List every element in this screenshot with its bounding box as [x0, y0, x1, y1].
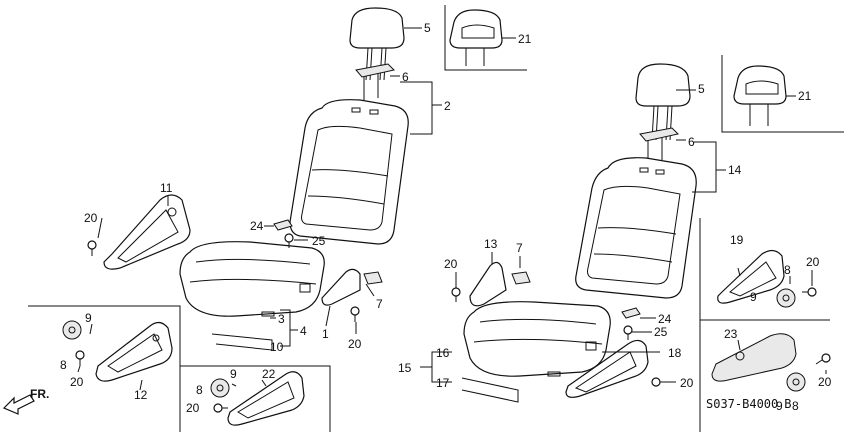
callout-25: 25	[654, 325, 668, 339]
callout-6: 6	[688, 135, 695, 149]
callout-18: 18	[668, 346, 682, 360]
seatback-2-left	[289, 99, 409, 245]
callout-19: 19	[730, 233, 744, 247]
leader-lines	[77, 27, 827, 391]
callout-9: 9	[750, 290, 757, 304]
callout-14: 14	[728, 163, 742, 177]
fastener-25-left	[284, 233, 294, 248]
callout-20: 20	[818, 375, 832, 389]
screw-20-g	[802, 287, 817, 297]
callout-3: 3	[278, 312, 285, 326]
inset-frames	[28, 5, 844, 432]
callout-25: 25	[312, 234, 326, 248]
callouts: 5 21 6 2 11 20 24 25 3 4 10 1 7 20 9 8 2…	[60, 21, 832, 415]
callout-20: 20	[186, 401, 200, 415]
callout-21: 21	[518, 32, 532, 46]
seat-cushion-16-right	[463, 301, 611, 377]
callout-7: 7	[516, 241, 523, 255]
callout-20: 20	[84, 211, 98, 225]
wire-17	[461, 377, 519, 403]
clip-24-left	[273, 219, 293, 231]
cover-7-right	[511, 271, 531, 285]
callout-17: 17	[436, 376, 450, 390]
callout-1: 1	[322, 327, 329, 341]
screw-20-d	[350, 306, 360, 322]
headrest-21-right	[733, 65, 787, 126]
callout-8: 8	[784, 263, 791, 277]
knob-8-left-a	[62, 320, 82, 340]
seatback-14-right	[575, 157, 697, 299]
screw-20-c	[213, 403, 228, 413]
knob-8-right-a	[776, 288, 796, 308]
seat-cushion-3-left	[179, 241, 325, 317]
screw-20-h	[815, 353, 831, 365]
callout-2: 2	[444, 99, 451, 113]
bracket-13	[469, 261, 507, 307]
callout-4: 4	[300, 324, 307, 338]
callout-8: 8	[60, 358, 67, 372]
screw-20-a	[87, 240, 97, 256]
callout-23: 23	[724, 327, 738, 341]
fastener-25-right	[623, 325, 633, 340]
cover-7-left	[363, 271, 383, 285]
recliner-cover-11	[103, 194, 191, 270]
diagram-code: S037-B4000	[706, 397, 778, 411]
front-arrow-label: FR.	[30, 387, 49, 401]
callout-6: 6	[402, 70, 409, 84]
callout-12: 12	[134, 388, 148, 402]
headrest-guide-6-right	[639, 127, 680, 162]
headrest-guide-6-left	[355, 63, 396, 100]
callout-20: 20	[444, 257, 458, 271]
callout-22: 22	[262, 367, 276, 381]
bracket-1	[321, 268, 361, 306]
callout-16: 16	[436, 346, 450, 360]
headrest-5-left	[349, 7, 405, 81]
callout-8: 8	[792, 399, 799, 413]
callout-10: 10	[270, 340, 284, 354]
front-direction-arrow: FR.	[2, 387, 49, 415]
callout-21: 21	[798, 89, 812, 103]
height-adjuster-22	[227, 371, 305, 426]
callout-8: 8	[196, 383, 203, 397]
callout-9: 9	[85, 311, 92, 325]
callout-9: 9	[230, 367, 237, 381]
callout-24: 24	[250, 219, 264, 233]
clip-24-right	[621, 307, 641, 319]
callout-15: 15	[398, 361, 412, 375]
screw-20-b	[75, 350, 85, 366]
callout-5: 5	[424, 21, 431, 35]
callout-13: 13	[484, 237, 498, 251]
wire-10	[211, 333, 273, 351]
height-adjuster-12	[95, 321, 173, 382]
callout-9: 9	[776, 399, 783, 413]
callout-24: 24	[658, 312, 672, 326]
headrest-5-right	[635, 63, 691, 141]
headrest-21-left	[449, 9, 503, 66]
recliner-cover-19	[717, 249, 785, 304]
inset-height-adjuster-22-frame	[180, 365, 331, 432]
diagram-code-suffix: B	[784, 397, 791, 411]
knob-8-left-b	[210, 378, 230, 398]
inset-headrest-right-frame	[721, 55, 844, 133]
inset-headrest-left-frame	[444, 5, 527, 71]
recliner-cover-18	[565, 339, 649, 398]
screw-20-e	[451, 287, 461, 302]
callout-20: 20	[348, 337, 362, 351]
callout-20: 20	[806, 255, 820, 269]
knob-8-right-b	[786, 372, 806, 392]
recliner-cover-23	[711, 333, 797, 382]
callout-11: 11	[160, 181, 173, 195]
callout-5: 5	[698, 82, 705, 96]
callout-20: 20	[680, 376, 694, 390]
inset-height-adjuster-left-frame	[28, 305, 181, 432]
callout-20: 20	[70, 375, 84, 389]
callout-7: 7	[376, 297, 383, 311]
